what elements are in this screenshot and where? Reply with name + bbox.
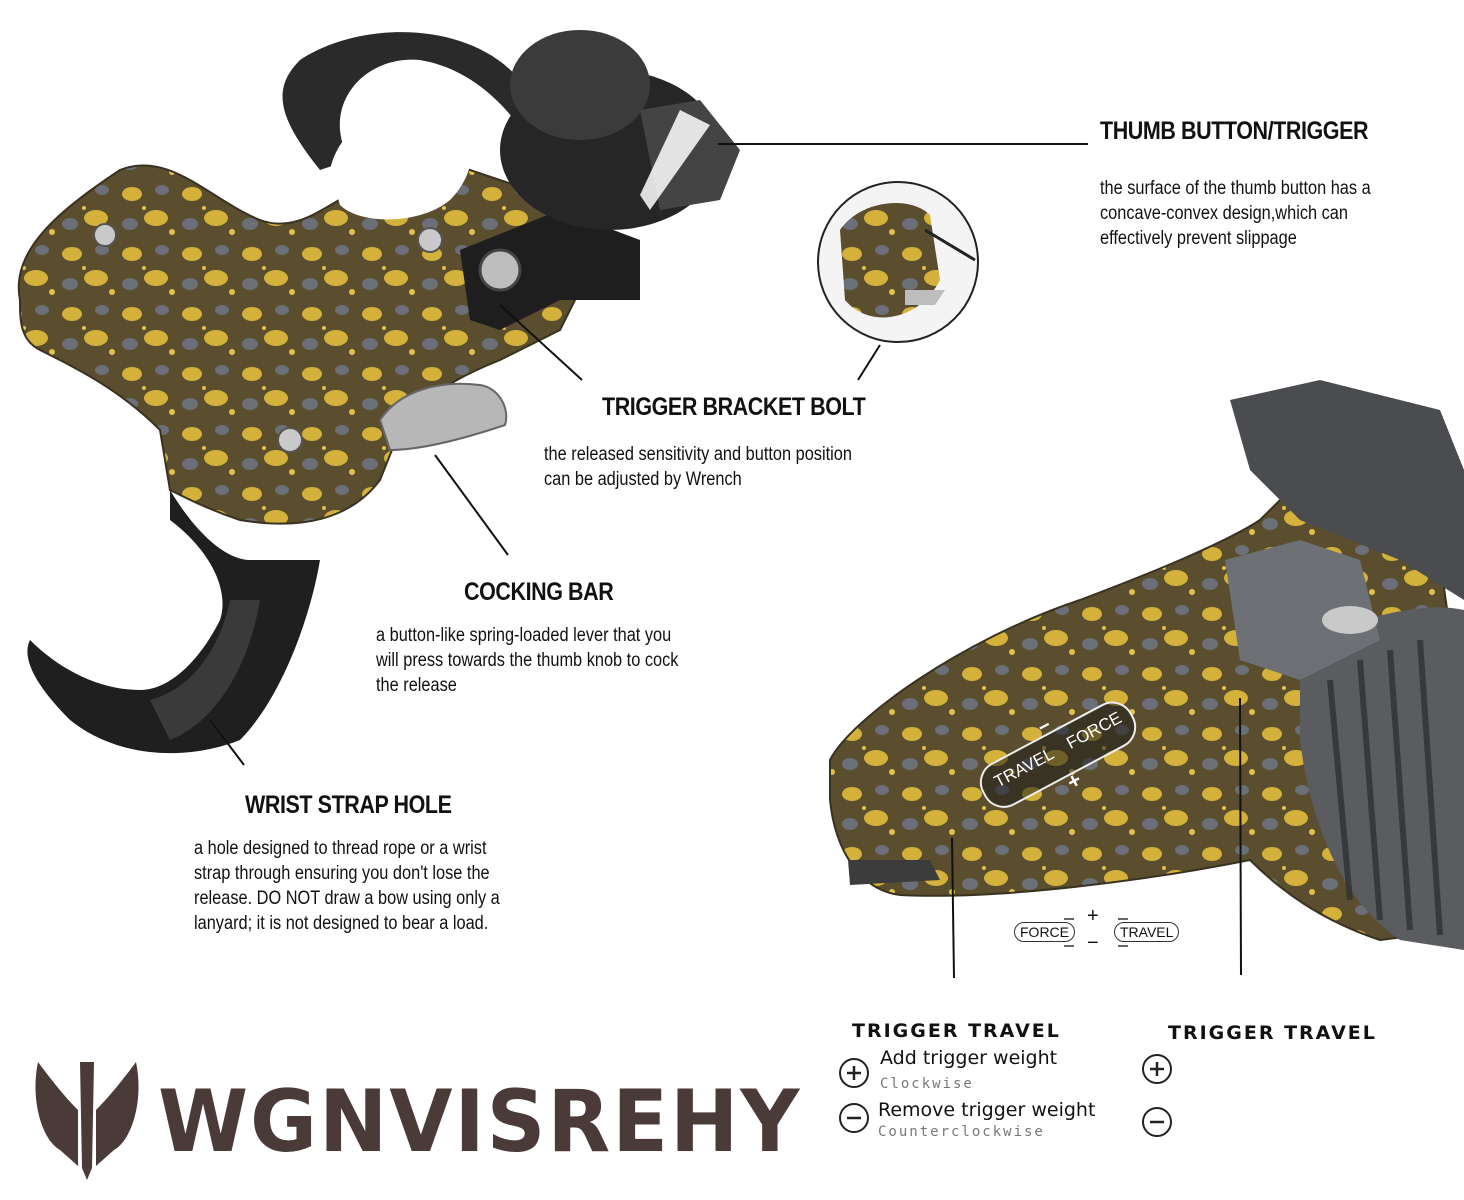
dial-plus: + xyxy=(1062,766,1086,795)
thumb-button-description: the surface of the thumb button has a co… xyxy=(1100,178,1371,249)
legend-force-pill: FORCE xyxy=(1014,922,1075,942)
brand-wordmark: WGNVISREHY xyxy=(158,1072,802,1172)
cocking-bar-callout: COCKING BAR a button-like spring-loaded … xyxy=(376,578,728,698)
legend-travel-pill: TRAVEL xyxy=(1114,922,1180,942)
trigger-bracket-title: TRIGGER BRACKET BOLT xyxy=(602,393,866,421)
thumb-button-callout: THUMB BUTTON/TRIGGER the surface of the … xyxy=(1100,117,1415,251)
legend-minus: − xyxy=(1087,932,1099,954)
trigger-travel-title-left: TRIGGER TRAVEL xyxy=(852,1020,1061,1042)
brand-logo-icon xyxy=(35,1062,139,1180)
trigger-bracket-description: the released sensitivity and button posi… xyxy=(544,444,852,490)
trigger-travel-title-right: TRIGGER TRAVEL xyxy=(1168,1022,1377,1044)
cocking-bar-description: a button-like spring-loaded lever that y… xyxy=(376,625,679,696)
dial-minus: − xyxy=(1034,714,1055,740)
trigger-bracket-callout: TRIGGER BRACKET BOLT the released sensit… xyxy=(544,393,908,492)
remove-trigger-weight-label: Remove trigger weight xyxy=(878,1099,1096,1121)
cocking-bar-title: COCKING BAR xyxy=(464,578,614,606)
wrist-strap-description: a hole designed to thread rope or a wris… xyxy=(194,838,500,934)
counterclockwise-label: Counterclockwise xyxy=(878,1124,1045,1140)
thumb-button-title: THUMB BUTTON/TRIGGER xyxy=(1100,117,1369,145)
wrist-strap-callout: WRIST STRAP HOLE a hole designed to thre… xyxy=(194,791,550,936)
wrist-strap-title: WRIST STRAP HOLE xyxy=(245,791,452,819)
add-trigger-weight-label: Add trigger weight xyxy=(880,1047,1058,1069)
legend-plus: + xyxy=(1087,905,1099,927)
clockwise-label: Clockwise xyxy=(880,1076,974,1092)
